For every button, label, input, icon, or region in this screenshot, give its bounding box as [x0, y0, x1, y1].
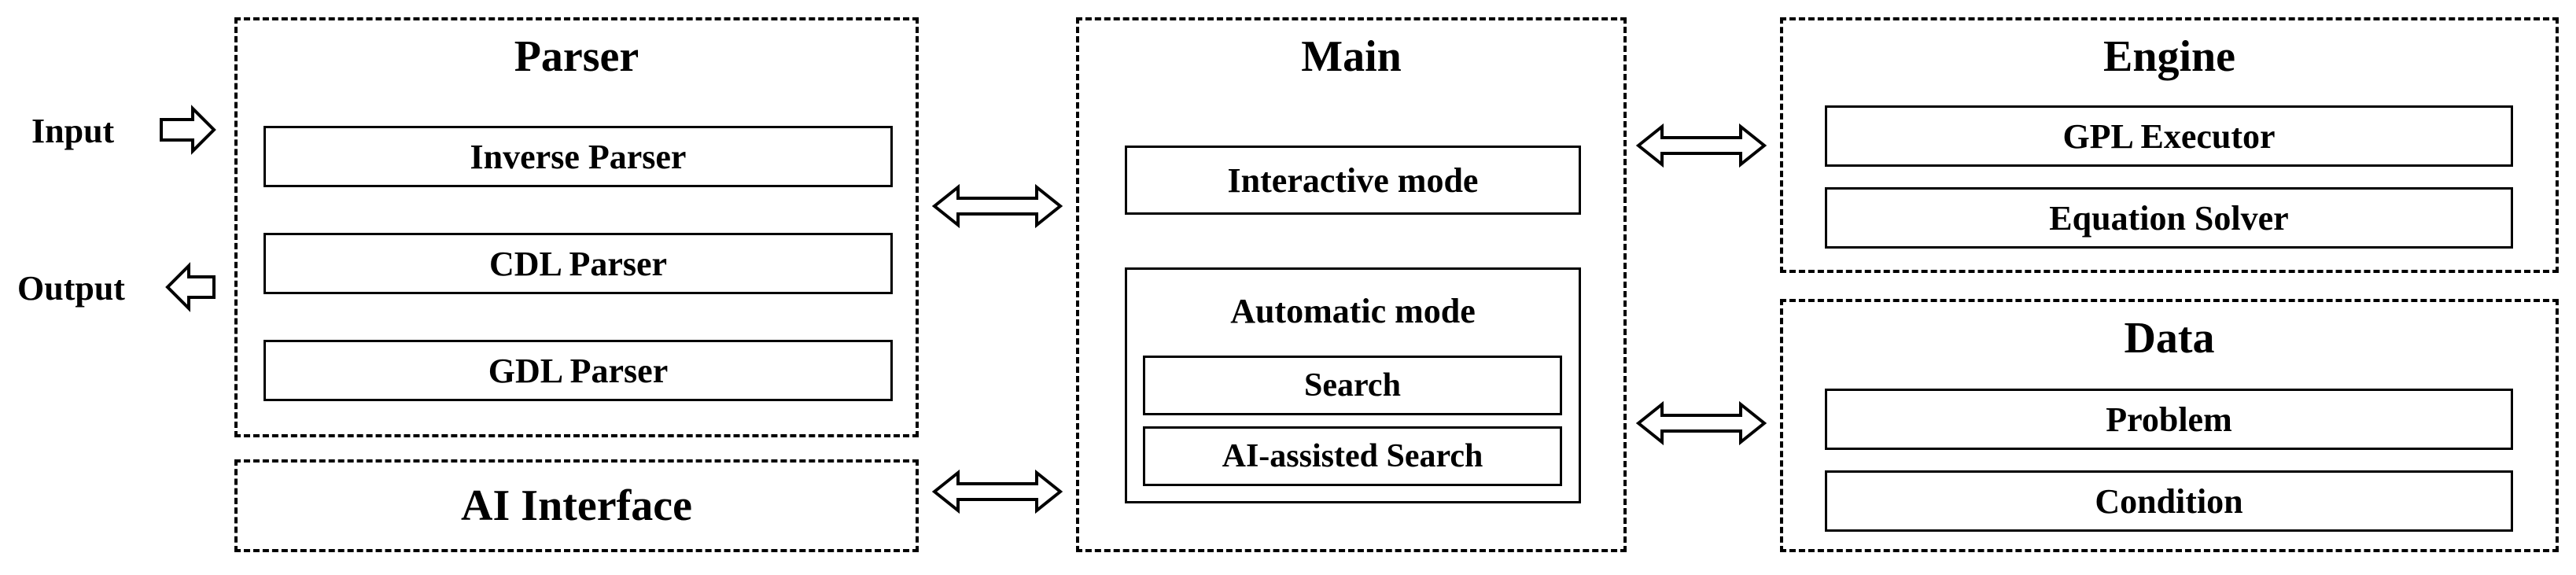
output-label: Output — [17, 268, 125, 308]
input-arrow-icon — [160, 105, 216, 155]
ai-interface-group: AI Interface — [234, 459, 919, 552]
main-group — [1076, 17, 1627, 552]
equation-solver-box: Equation Solver — [1825, 187, 2513, 249]
input-label: Input — [31, 111, 115, 150]
condition-box: Condition — [1825, 470, 2513, 532]
data-group — [1780, 299, 2559, 552]
parser-group — [234, 17, 919, 437]
inverse-parser-box: Inverse Parser — [263, 126, 893, 187]
gdl-parser-box: GDL Parser — [263, 340, 893, 401]
interactive-mode-box: Interactive mode — [1125, 146, 1581, 215]
parser-main-double-arrow-icon — [931, 183, 1063, 229]
data-title: Data — [2124, 314, 2215, 363]
main-engine-double-arrow-icon — [1635, 123, 1767, 168]
output-arrow-icon — [165, 262, 216, 312]
cdl-parser-box: CDL Parser — [263, 233, 893, 294]
problem-box: Problem — [1825, 389, 2513, 450]
engine-group — [1780, 17, 2559, 273]
main-title: Main — [1301, 32, 1402, 81]
main-data-double-arrow-icon — [1635, 400, 1767, 446]
parser-title: Parser — [514, 32, 639, 81]
gpl-executor-box: GPL Executor — [1825, 105, 2513, 167]
ai-main-double-arrow-icon — [931, 469, 1063, 514]
search-box: Search — [1143, 356, 1562, 415]
engine-title: Engine — [2102, 32, 2236, 81]
ai-assisted-search-box: AI-assisted Search — [1143, 426, 1562, 486]
automatic-mode-title: Automatic mode — [1230, 291, 1476, 330]
